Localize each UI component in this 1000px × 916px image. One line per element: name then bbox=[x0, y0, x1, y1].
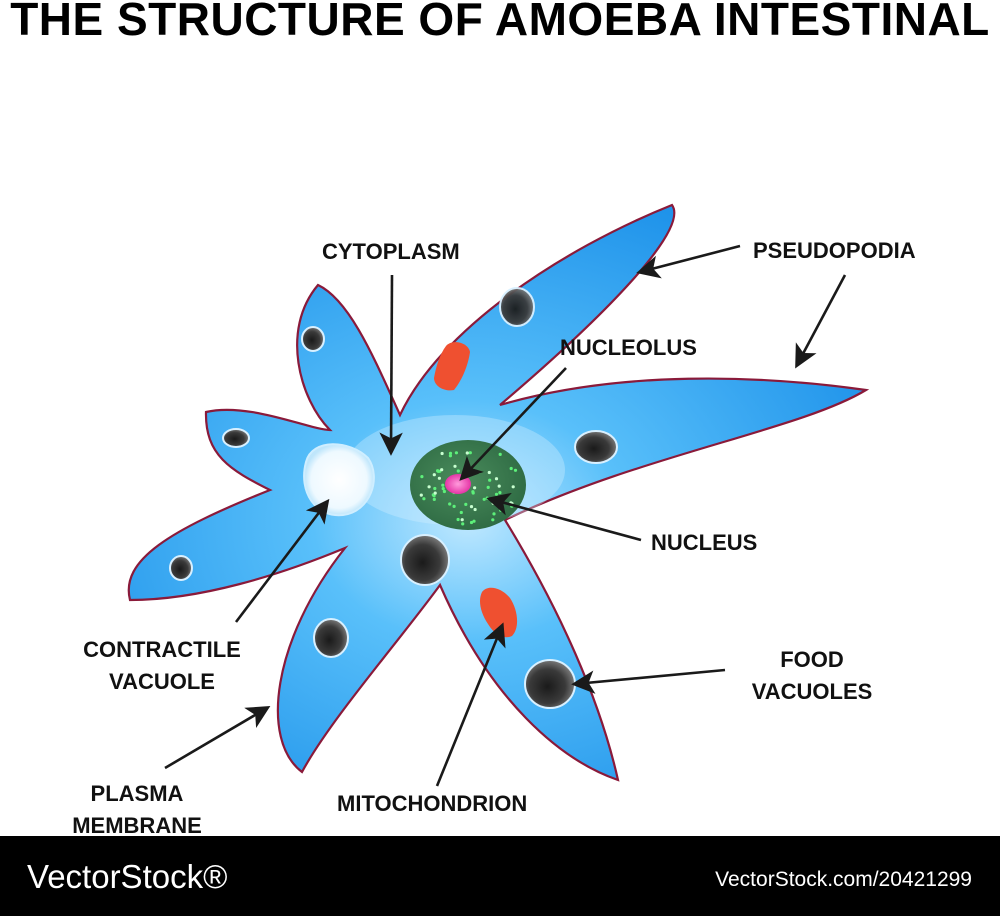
food-vacuole bbox=[524, 659, 576, 709]
label-contractile-line1: CONTRACTILE bbox=[83, 637, 241, 662]
food-vacuole bbox=[574, 430, 618, 464]
arrow-cytoplasm bbox=[379, 274, 403, 456]
nucleus-granule bbox=[456, 469, 460, 473]
nucleus-granule bbox=[513, 468, 518, 472]
arrow-nucleolus bbox=[459, 367, 567, 481]
nucleus-granule bbox=[494, 477, 499, 481]
nucleus-granule bbox=[437, 476, 441, 480]
nucleus-granule bbox=[491, 501, 495, 505]
nucleus-granule bbox=[464, 502, 468, 506]
nucleus-granule bbox=[498, 491, 502, 495]
nucleus-granule bbox=[448, 451, 453, 455]
label-contractile-line2: VACUOLE bbox=[109, 669, 215, 694]
nucleus-granule bbox=[453, 464, 457, 468]
nucleus-granule bbox=[498, 452, 502, 456]
nucleus-granule bbox=[419, 493, 423, 497]
label-plasma-line2: MEMBRANE bbox=[72, 813, 202, 834]
food-vacuole bbox=[499, 287, 535, 327]
food-vacuole bbox=[222, 428, 250, 448]
nucleus-granule bbox=[452, 504, 456, 508]
nucleus-granule bbox=[461, 522, 465, 526]
mitochondrion-upper bbox=[434, 342, 470, 391]
nucleus-granule bbox=[448, 454, 452, 458]
arrow-plasma-membrane bbox=[164, 706, 271, 770]
nucleus-granule bbox=[454, 451, 458, 455]
nucleus-granule bbox=[460, 518, 464, 522]
nucleus-granule bbox=[422, 497, 426, 501]
label-plasma-membrane: PLASMA MEMBRANE bbox=[72, 778, 202, 834]
label-nucleus: NUCLEUS bbox=[651, 530, 758, 555]
nucleus-granule bbox=[469, 505, 474, 509]
nucleus-granule bbox=[468, 451, 472, 455]
nucleus-granule bbox=[509, 466, 513, 471]
nucleus-granule bbox=[436, 469, 440, 473]
label-food-vacuoles: FOOD VACUOLES bbox=[732, 644, 892, 708]
nucleus-granule bbox=[486, 485, 490, 489]
arrow-pseudopodia-2 bbox=[795, 274, 847, 369]
nucleus-granule bbox=[499, 508, 503, 512]
label-mitochondrion: MITOCHONDRION bbox=[337, 791, 528, 816]
food-vacuoles bbox=[169, 287, 618, 709]
nucleus-granule bbox=[465, 451, 469, 455]
page-title: THE STRUCTURE OF AMOEBA INTESTINAL bbox=[10, 0, 990, 45]
nucleus-granule bbox=[491, 518, 495, 522]
arrow-mitochondrion bbox=[435, 622, 506, 787]
food-vacuole bbox=[400, 534, 450, 586]
nucleus-granule bbox=[473, 507, 477, 512]
nucleus-granule bbox=[432, 473, 436, 477]
nucleus-granule bbox=[433, 491, 437, 495]
nucleus-granule bbox=[456, 517, 460, 522]
nucleus-granule bbox=[473, 486, 477, 490]
label-food-line1: FOOD bbox=[780, 647, 844, 672]
nucleus-granule bbox=[427, 485, 431, 489]
nucleolus bbox=[445, 474, 471, 494]
nucleus-granule bbox=[440, 451, 444, 456]
nucleus-granule bbox=[441, 483, 445, 487]
nucleus-granule bbox=[448, 502, 452, 506]
nucleus-granule bbox=[492, 512, 496, 516]
label-plasma-line1: PLASMA bbox=[90, 781, 184, 806]
arrow-food-vacuoles bbox=[571, 668, 726, 694]
label-pseudopodia: PSEUDOPODIA bbox=[753, 238, 916, 263]
pointer-arrows bbox=[164, 244, 847, 787]
nucleus-granule bbox=[488, 478, 492, 482]
nucleus-granule bbox=[432, 494, 436, 498]
nucleus-granule bbox=[472, 519, 476, 523]
nucleus-granule bbox=[469, 520, 474, 525]
nucleus-granule bbox=[477, 470, 481, 474]
label-cytoplasm: CYTOPLASM bbox=[322, 239, 460, 264]
food-vacuole bbox=[301, 326, 325, 352]
nucleus-granule bbox=[487, 470, 491, 475]
nucleus-granule bbox=[440, 468, 444, 472]
brand-logo: VectorStock® bbox=[27, 858, 228, 895]
nucleus-granule bbox=[433, 486, 437, 491]
footer-bar bbox=[0, 836, 1000, 916]
nucleus-granule bbox=[471, 490, 475, 494]
nucleus-granule bbox=[441, 487, 445, 491]
arrow-pseudopodia-1 bbox=[636, 244, 741, 279]
nucleus-granule bbox=[497, 484, 501, 488]
arrow-nucleus bbox=[486, 492, 642, 542]
contractile-vacuole bbox=[303, 443, 375, 517]
food-vacuole bbox=[169, 555, 193, 581]
food-vacuole bbox=[313, 618, 349, 658]
label-contractile-vacuole: CONTRACTILE VACUOLE bbox=[74, 634, 250, 698]
nucleus-granule bbox=[494, 492, 499, 496]
nucleus-granule bbox=[482, 497, 486, 501]
nucleus-granule bbox=[442, 489, 446, 494]
label-nucleolus: NUCLEOLUS bbox=[560, 335, 697, 360]
arrow-contractile-vacuole bbox=[234, 498, 330, 623]
nucleus-granule bbox=[432, 497, 436, 501]
nucleus-granule bbox=[420, 475, 424, 479]
nucleus-granule bbox=[485, 496, 489, 500]
label-food-line2: VACUOLES bbox=[751, 679, 873, 704]
nucleus-granule bbox=[511, 485, 515, 489]
nucleus-granule bbox=[459, 510, 463, 515]
image-id-text: VectorStock.com/20421299 bbox=[715, 868, 972, 891]
